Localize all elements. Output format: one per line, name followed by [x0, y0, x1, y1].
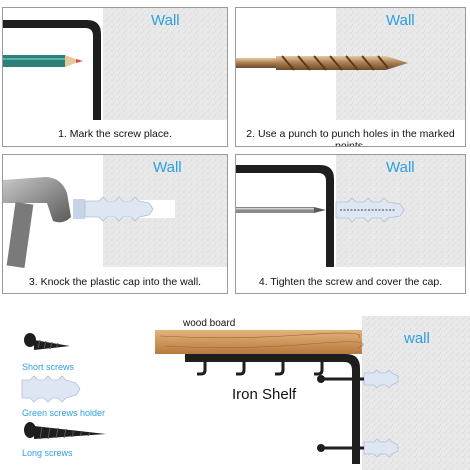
drill-bit-icon [236, 56, 408, 70]
iron-bracket [3, 20, 101, 120]
step-3-caption: 3. Knock the plastic cap into the wall. [3, 276, 227, 288]
iron-shelf-label: Iron Shelf [232, 386, 296, 403]
iron-bracket [236, 165, 334, 267]
step-1-caption: 1. Mark the screw place. [3, 128, 227, 140]
step-4-illustration [236, 155, 466, 294]
hook-icon [197, 362, 322, 374]
hammer-icon [3, 177, 71, 268]
step-3-illustration [3, 155, 228, 294]
step-1-panel: Wall 1. Mark the screw place. [2, 7, 228, 147]
step-2-panel: Wall 2. Use a punch to punch holes in th… [235, 7, 466, 147]
step-2-illustration [236, 8, 466, 147]
wall-label: Wall [386, 159, 415, 176]
long-screw-icon [24, 422, 106, 439]
wall-label: Wall [386, 12, 415, 29]
short-screws-label: Short screws [22, 362, 74, 372]
step-3-panel: Wall 3. Knock the plastic cap into the w… [2, 154, 228, 294]
step-4-caption: 4. Tighten the screw and cover the cap. [236, 276, 465, 288]
wall-label: wall [404, 330, 430, 347]
screwdriver-icon [236, 207, 326, 213]
wall-label: Wall [153, 159, 182, 176]
screws-holder-icon [22, 376, 80, 402]
long-screws-label: Long screws [22, 448, 73, 458]
wood-board-label: wood board [183, 318, 235, 329]
wood-board [155, 330, 362, 354]
screw-head-icon [326, 206, 334, 214]
pencil-icon [3, 55, 83, 67]
screws-holder-label: Green screws holder [22, 408, 105, 418]
step-1-illustration [3, 8, 228, 147]
wall-label: Wall [151, 12, 180, 29]
step-2-caption: 2. Use a punch to punch holes in the mar… [236, 128, 465, 147]
step-4-panel: Wall 4. Tighten the screw and cover the … [235, 154, 466, 294]
short-screw-icon [24, 333, 70, 350]
